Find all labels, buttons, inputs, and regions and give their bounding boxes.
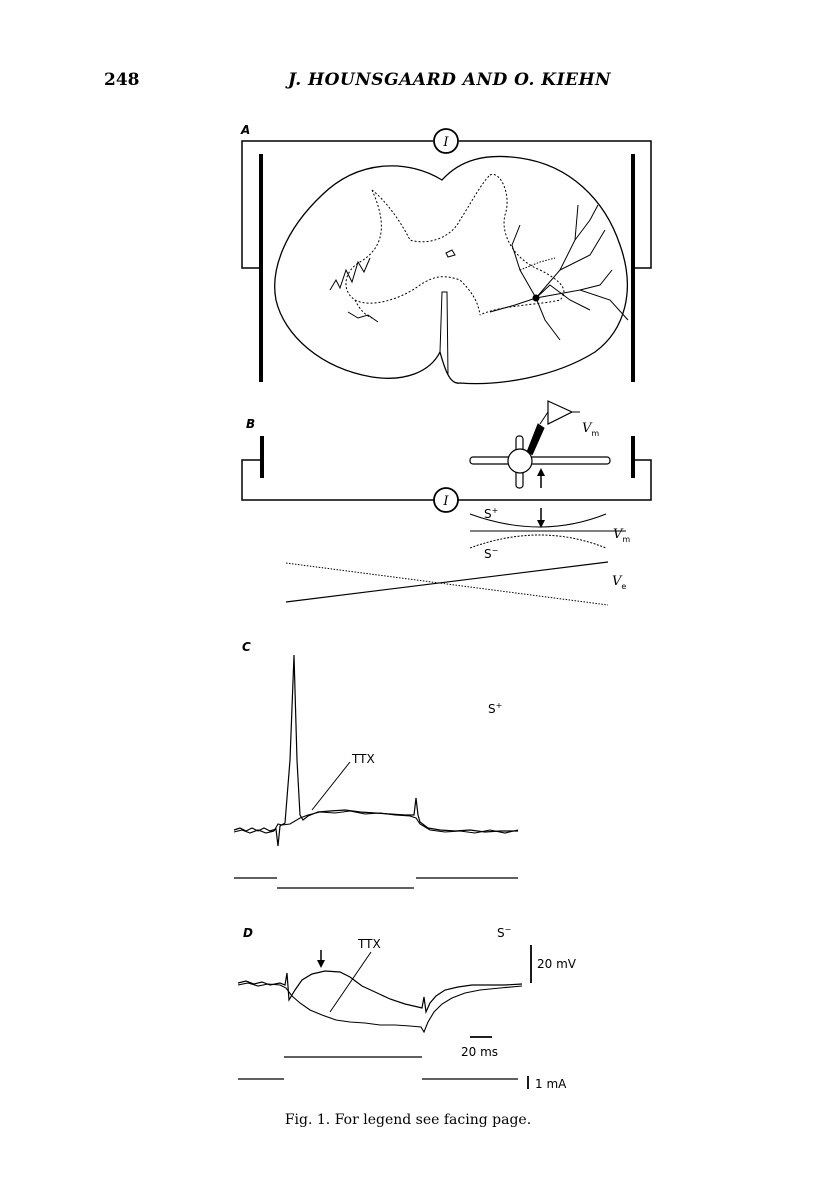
voltage-trace-ttx-c bbox=[233, 810, 519, 834]
current-step-c bbox=[234, 877, 518, 889]
ttx-pointer-d bbox=[329, 951, 372, 1013]
central-canal bbox=[445, 249, 456, 258]
ttx-label-c: TTX bbox=[351, 752, 375, 766]
current-source-label: I bbox=[442, 135, 449, 150]
amplifier-symbol bbox=[547, 400, 574, 425]
circuit-wire-right bbox=[459, 140, 652, 269]
recording-electrode bbox=[526, 423, 545, 456]
voltage-trace-control-c bbox=[233, 654, 518, 847]
spinal-cord-outline bbox=[274, 155, 628, 385]
s-minus-label: S− bbox=[484, 546, 498, 561]
arrow-to-soma-head bbox=[537, 468, 545, 476]
panel-b: B I Vm bbox=[241, 400, 652, 606]
panel-d-label: D bbox=[243, 926, 253, 940]
ve-label: Ve bbox=[612, 574, 626, 591]
scale-label-voltage: 20 mV bbox=[537, 957, 577, 971]
panel-a: A I bbox=[240, 123, 652, 385]
ve-line-solid bbox=[285, 561, 609, 603]
current-source-symbol bbox=[433, 128, 459, 154]
panel-b-label: B bbox=[246, 417, 255, 431]
circuit-wire-left bbox=[241, 140, 433, 269]
arrow-rebound-head bbox=[317, 960, 325, 968]
current-step-d bbox=[238, 1056, 518, 1080]
vm-curve-s-plus bbox=[469, 513, 607, 528]
ttx-pointer-c bbox=[311, 761, 351, 811]
motoneuron-drawing bbox=[489, 204, 629, 341]
voltage-trace-control-d bbox=[237, 970, 523, 1015]
page-number: 248 bbox=[104, 70, 140, 90]
ventral-horn-left bbox=[329, 257, 371, 291]
condition-s-plus: S+ bbox=[488, 701, 502, 716]
ventral-horn-left-lower bbox=[347, 311, 379, 323]
circuit-wire-right-b bbox=[458, 459, 652, 501]
ve-line-dotted bbox=[285, 562, 609, 606]
scale-label-time: 20 ms bbox=[461, 1045, 498, 1059]
s-plus-label: S+ bbox=[484, 506, 498, 521]
current-source-symbol-b bbox=[433, 487, 459, 513]
panel-a-label: A bbox=[240, 123, 250, 137]
figure-caption: Fig. 1. For legend see facing page. bbox=[284, 1112, 532, 1128]
scale-label-current: 1 mA bbox=[535, 1077, 567, 1091]
voltage-trace-ttx-d bbox=[237, 982, 523, 1034]
ventral-fissure bbox=[439, 291, 449, 376]
condition-s-minus: S− bbox=[497, 925, 511, 940]
grey-matter-boundary bbox=[345, 173, 565, 319]
circuit-wire-left-b bbox=[241, 459, 434, 501]
current-source-label-b: I bbox=[442, 494, 449, 509]
vm-curve-s-minus bbox=[469, 534, 607, 549]
panel-d: D S− TTX 20 mV 20 ms 1 mA bbox=[237, 925, 577, 1091]
arrow-down-head bbox=[537, 520, 545, 528]
panel-c-label: C bbox=[242, 640, 251, 654]
panel-c: C S+ TTX bbox=[233, 640, 519, 889]
running-title: J. HOUNSGAARD AND O. KIEHN bbox=[288, 70, 612, 90]
vm-label-amplifier: Vm bbox=[582, 421, 599, 438]
schematic-neuron bbox=[469, 435, 611, 489]
ttx-label-d: TTX bbox=[357, 937, 381, 951]
vm-label: Vm bbox=[613, 527, 630, 544]
